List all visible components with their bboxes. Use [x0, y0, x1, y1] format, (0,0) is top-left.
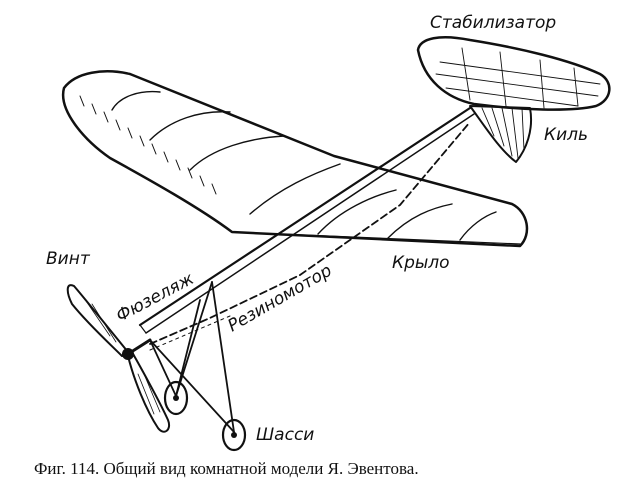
wing	[61, 70, 529, 248]
fin	[469, 105, 532, 163]
label-stabilizer: Стабилизатор	[430, 13, 556, 33]
fuselage-stick	[138, 106, 475, 334]
label-rubber-motor: Резиномотор	[225, 261, 336, 337]
label-wing: Крыло	[392, 253, 450, 273]
nose-block	[126, 338, 152, 356]
label-propeller: Винт	[46, 249, 91, 269]
label-fuselage: Фюзеляж	[113, 269, 198, 327]
label-landing-gear: Шасси	[256, 425, 314, 445]
wheel-rear	[163, 380, 189, 416]
stabilizer	[416, 36, 611, 111]
landing-gear-struts	[149, 281, 235, 433]
wheel-front	[221, 418, 247, 452]
rubber-motor	[149, 121, 471, 351]
label-fin: Киль	[544, 125, 588, 145]
figure-caption: Фиг. 114. Общий вид комнатной модели Я. …	[34, 459, 419, 478]
propeller	[66, 284, 170, 433]
